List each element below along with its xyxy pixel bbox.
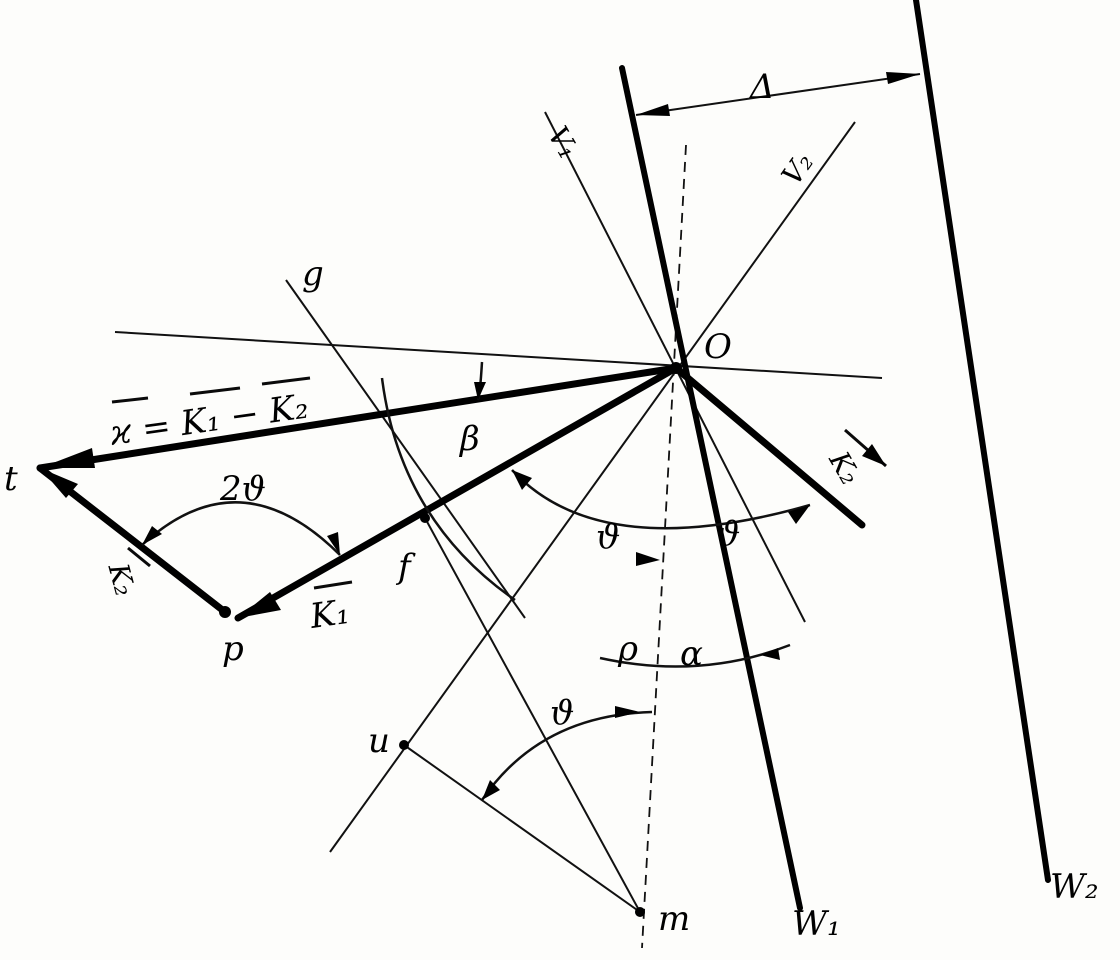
um-line [403,744,641,913]
kappa-overline-2 [189,386,241,396]
k2-left-arrowhead [40,468,78,498]
delta-arrow-left [636,104,670,116]
delta-dimension-line [635,73,921,116]
k2-right-direction-head [862,444,886,466]
point-p [219,606,231,618]
v2-line [329,121,856,853]
kappa-arrowhead [40,448,95,468]
point-u [399,740,409,750]
delta-arrow-right [886,72,920,84]
arc-theta-head-mid [636,552,660,566]
label-theta-right: ϑ [716,514,740,554]
label-theta-left: ϑ [596,517,620,557]
label-rho: ρ [617,629,638,669]
label-w1: W₁ [792,904,841,944]
kappa-overline-1 [111,396,149,404]
arc-rho-alpha-head [760,648,780,660]
label-delta: Δ [748,67,775,107]
label-v2: V₂ [775,146,820,191]
label-t: t [4,459,18,499]
point-m [635,907,645,917]
point-o [670,362,682,374]
label-k1: K₁ [307,592,352,637]
arc-2theta [141,501,341,556]
arc-theta-head-left [512,470,532,490]
kappa-overline-3 [261,376,311,386]
label-two-theta: 2ϑ [219,469,266,509]
g-line [285,279,526,619]
arc-beta-head [474,382,486,400]
kappa-vector [36,364,680,472]
mf-line [424,517,641,913]
arc-theta-bottom-head-bottom [482,780,500,800]
point-f [420,513,430,523]
k1-overline [313,580,353,590]
label-m: m [658,899,690,939]
label-k2-right: K₂ [822,445,867,490]
arc-2theta-head-left [142,526,162,545]
arc-theta-bottom-head-top [615,706,640,718]
label-k2-left: K₂ [101,559,141,600]
label-theta-bottom: ϑ [550,693,574,733]
k1-arrowhead [238,592,281,618]
label-o: O [704,327,732,367]
label-u: u [368,721,390,761]
label-f: f [395,547,416,587]
label-beta: β [458,419,480,459]
arc-theta-head-right [788,505,810,524]
arc-f-through [380,377,516,602]
label-alpha: α [680,634,703,674]
arc-2theta-head-right [327,532,340,555]
plane-w1 [619,65,803,911]
arc-theta-theta [511,469,811,530]
label-w2: W₂ [1050,867,1099,907]
label-p: p [222,629,244,669]
k2-left-tick [127,546,151,568]
vertical-dashed-axis [641,144,687,949]
label-g: g [302,254,324,294]
horizontal-reference-line [114,331,883,379]
k1-vector [234,364,680,622]
k2-vector-right [672,364,866,529]
plane-w2 [913,0,1051,883]
label-v1: V₁ [541,121,585,165]
